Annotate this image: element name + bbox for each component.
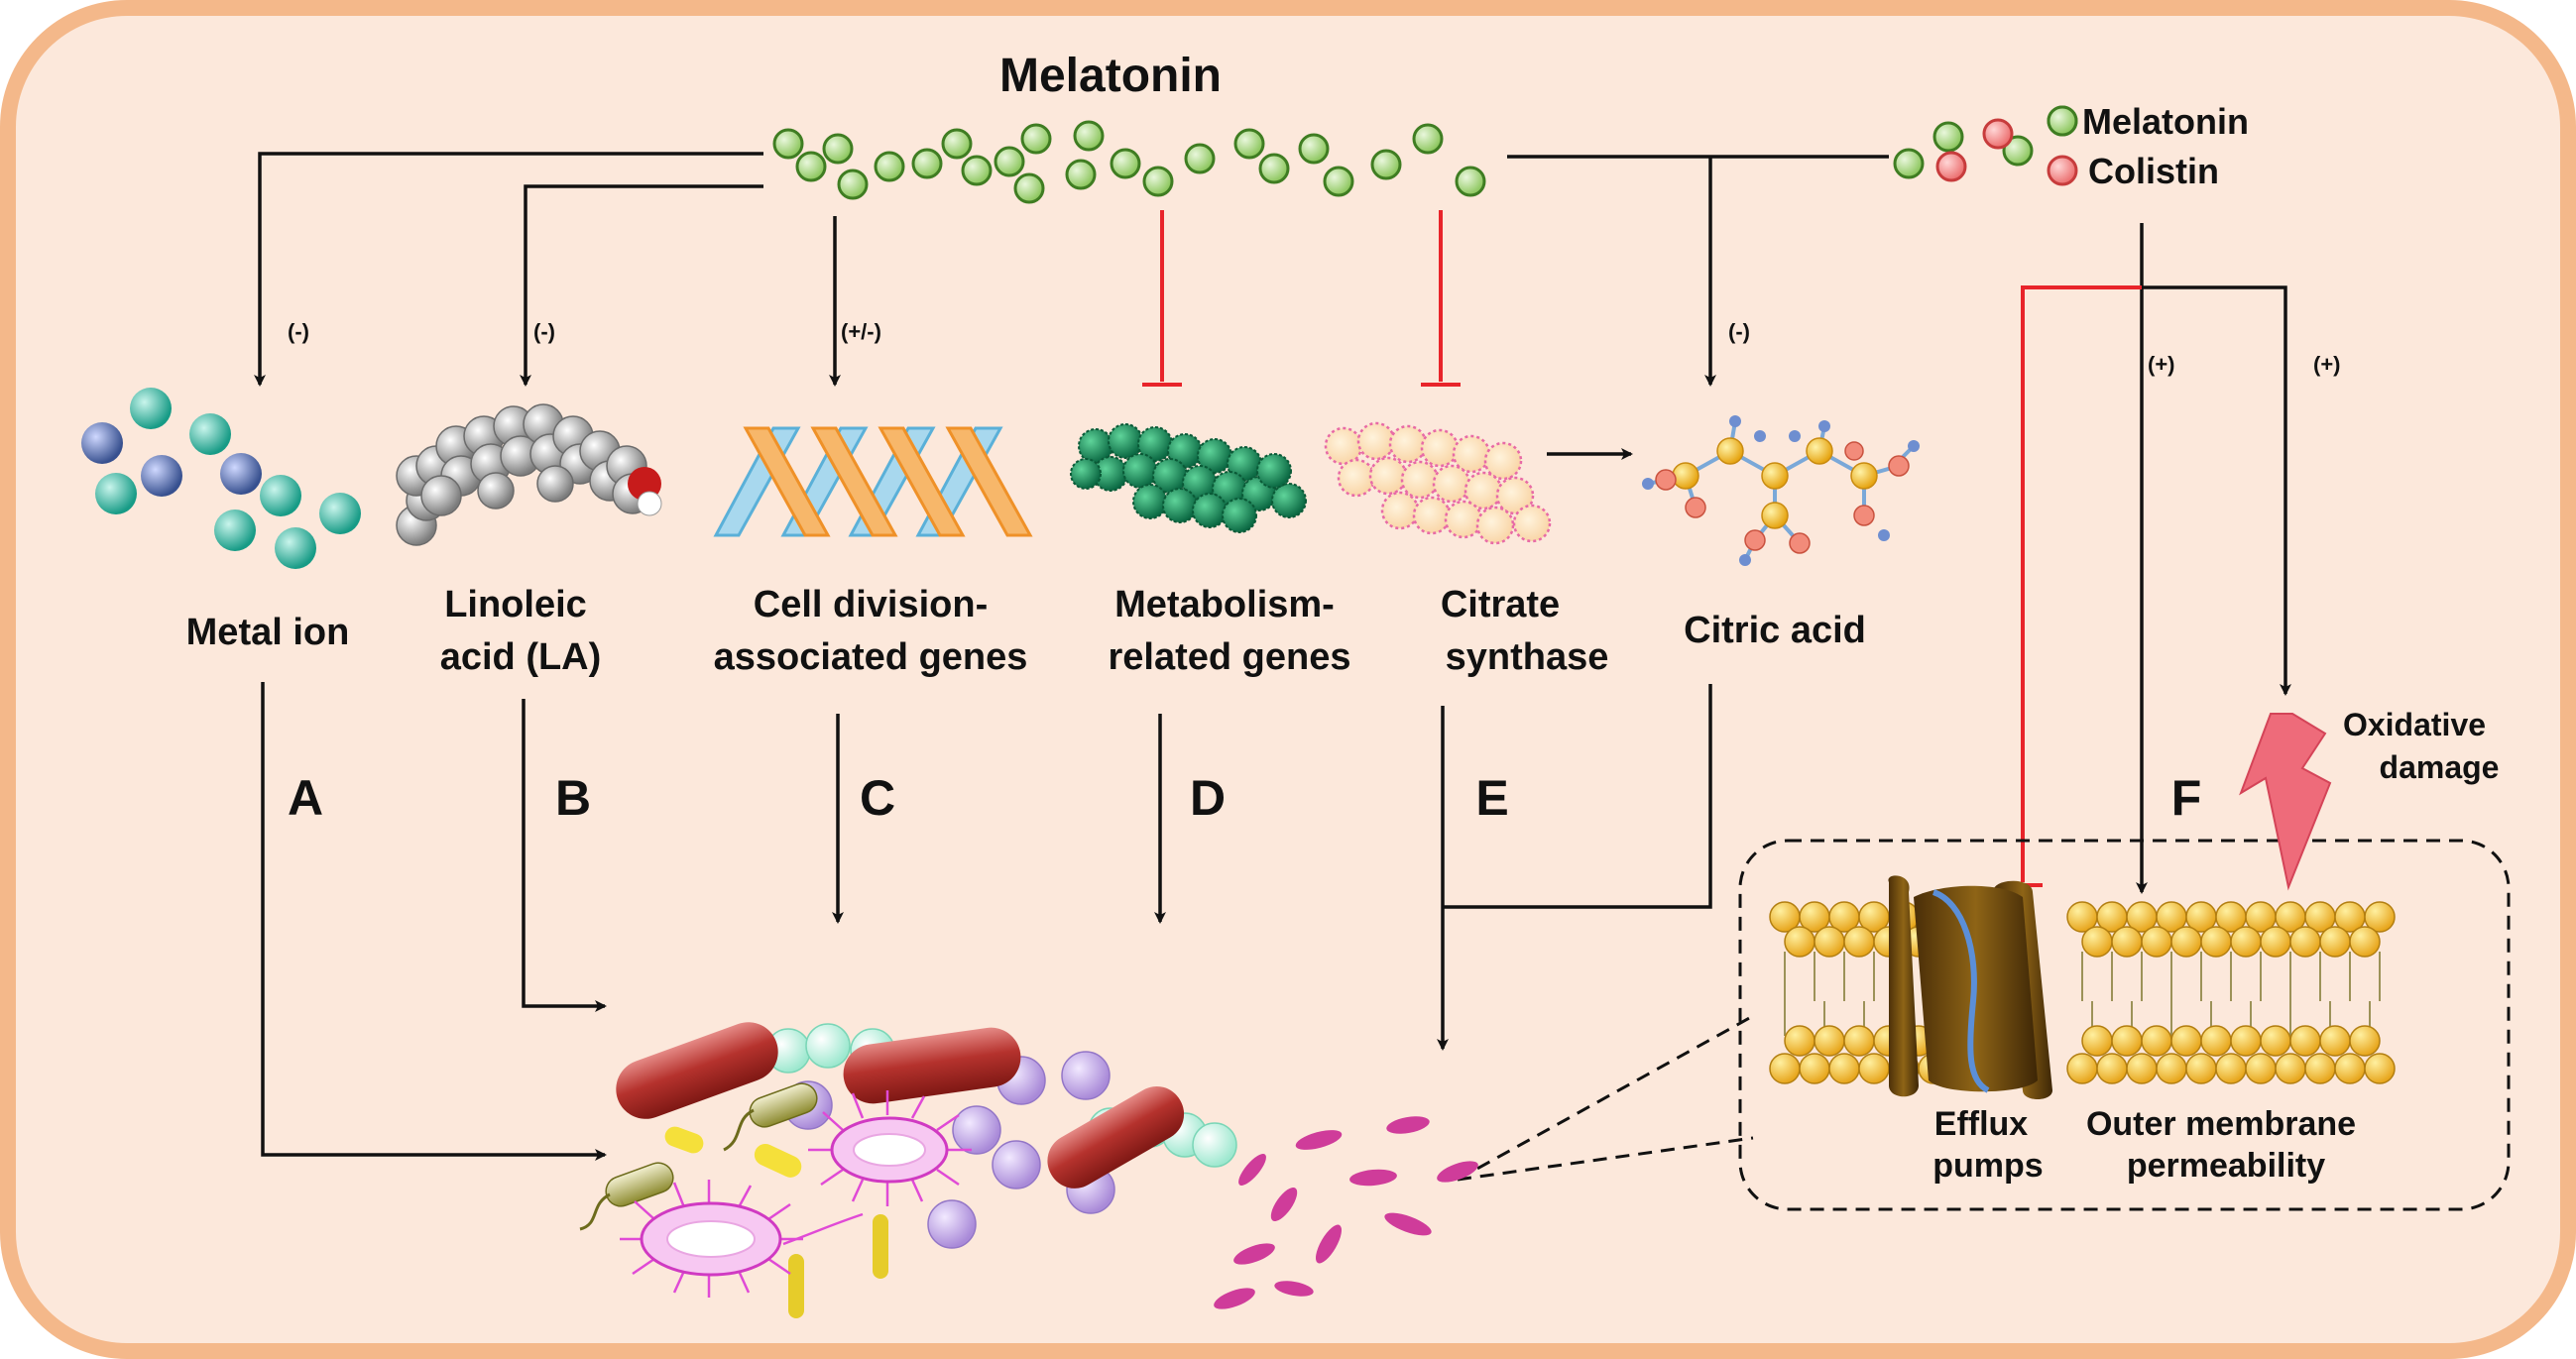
effect-f-oxidative: (+) xyxy=(2313,352,2341,377)
pathway-c: C xyxy=(860,770,895,826)
label-cell-division-line2: associated genes xyxy=(714,636,1028,678)
citrate-synthase-icon xyxy=(1324,421,1552,545)
oxidative-damage-bolt-icon xyxy=(2239,713,2332,891)
legend-melatonin-dot xyxy=(2047,105,2078,137)
colistin-molecules xyxy=(1935,118,2014,182)
effect-cell-division: (+/-) xyxy=(841,319,881,344)
label-linoleic-line2: acid (LA) xyxy=(440,636,602,678)
legend-melatonin-label: Melatonin xyxy=(2082,101,2249,142)
label-citrate-line1: Citrate xyxy=(1441,584,1560,625)
zoom-callout xyxy=(1457,839,2511,1211)
label-metabolism-line2: related genes xyxy=(1109,636,1351,678)
oxidative-damage-line1: Oxidative xyxy=(2343,707,2486,742)
effect-f-membrane: (+) xyxy=(2148,352,2175,377)
effect-linoleic-acid: (-) xyxy=(533,319,555,344)
label-cell-division-line1: Cell division- xyxy=(754,584,988,625)
bacteria-cluster xyxy=(579,1022,1478,1318)
effect-citric-acid: (-) xyxy=(1728,319,1750,344)
metal-ion-icon xyxy=(81,388,361,569)
pathway-e: E xyxy=(1475,770,1508,826)
dna-strands xyxy=(713,426,1033,537)
pathway-d: D xyxy=(1190,770,1226,826)
legend-colistin-label: Colistin xyxy=(2088,151,2219,191)
title: Melatonin xyxy=(999,50,1222,102)
label-metabolism-line1: Metabolism- xyxy=(1114,584,1335,625)
efflux-pumps-line2: pumps xyxy=(1932,1147,2043,1185)
efflux-pump-icon xyxy=(1888,875,2052,1099)
effect-metal-ion: (-) xyxy=(288,319,309,344)
pathway-b: B xyxy=(555,770,591,826)
outer-membrane-line2: permeability xyxy=(2127,1147,2325,1185)
efflux-pumps-line1: Efflux xyxy=(1934,1105,2029,1143)
oxidative-damage-line2: damage xyxy=(2380,749,2500,785)
pathway-f: F xyxy=(2171,770,2202,826)
label-citrate-line2: synthase xyxy=(1446,636,1609,678)
label-metal-ion: Metal ion xyxy=(186,612,350,653)
metabolism-cluster-icon xyxy=(1070,423,1307,533)
la-hydrogen xyxy=(637,491,662,516)
label-linoleic-line1: Linoleic xyxy=(444,584,587,625)
citric-acid-icon xyxy=(1642,415,1920,566)
outer-membrane-line1: Outer membrane xyxy=(2086,1105,2356,1143)
inhibition-lines xyxy=(1142,210,2142,887)
legend-colistin-dot xyxy=(2047,155,2078,186)
connector-lines xyxy=(254,152,2291,1161)
label-citric-acid: Citric acid xyxy=(1684,610,1866,651)
pathway-a: A xyxy=(288,770,323,826)
